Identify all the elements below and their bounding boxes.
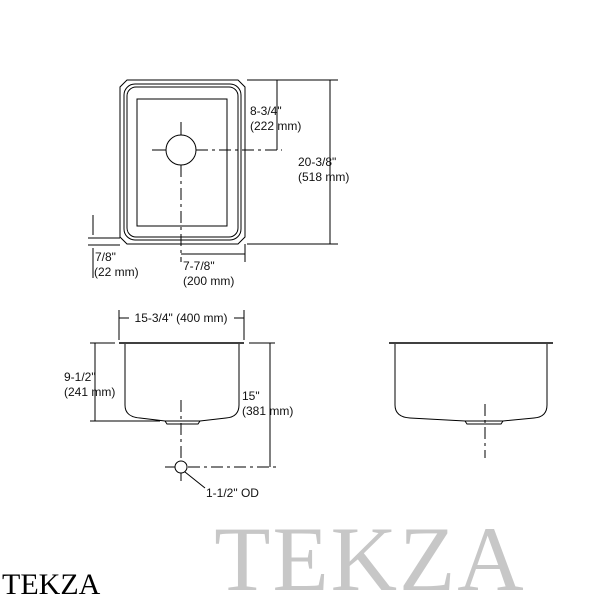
sink-rim-inner (123, 83, 242, 241)
brand-logo: TEKZA (2, 568, 101, 600)
drain-pipe-icon (174, 460, 188, 474)
front-view: 15-3/4" (400 mm) 9-1/2" (241 mm) 15" (38… (64, 310, 293, 500)
side-view (389, 342, 553, 458)
top-view: 8-3/4" (222 mm) 20-3/8" (518 mm) 7/8" (2… (88, 79, 349, 288)
overall-width: 15-3/4" (400 mm) (135, 311, 228, 325)
sink-basin (136, 98, 228, 227)
overall-length-in: 20-3/8" (298, 155, 336, 169)
sink-profile (124, 344, 240, 422)
depth-mm: (241 mm) (64, 385, 115, 399)
drain-offset-mm: (222 mm) (250, 119, 301, 133)
watermark: TEKZA (214, 508, 525, 600)
leader-line (184, 471, 206, 489)
depth-in: 9-1/2" (64, 370, 96, 384)
drain-size: 1-1/2" OD (206, 486, 259, 500)
drain-icon (165, 134, 197, 166)
drain-depth-mm: (381 mm) (242, 404, 293, 418)
drain-to-side-mm: (200 mm) (183, 274, 234, 288)
drain-outlet (164, 420, 201, 425)
rim-width-in: 7/8" (95, 250, 116, 264)
overall-length-mm: (518 mm) (298, 170, 349, 184)
sink-profile (394, 344, 548, 422)
drain-outlet (464, 420, 504, 425)
sink-rim-edge (126, 86, 239, 238)
rim-width-mm: (22 mm) (94, 265, 139, 279)
drain-offset-in: 8-3/4" (250, 104, 282, 118)
drain-depth-in: 15" (242, 389, 260, 403)
drain-to-side-in: 7-7/8" (183, 259, 215, 273)
sink-outer-rim (119, 79, 246, 245)
